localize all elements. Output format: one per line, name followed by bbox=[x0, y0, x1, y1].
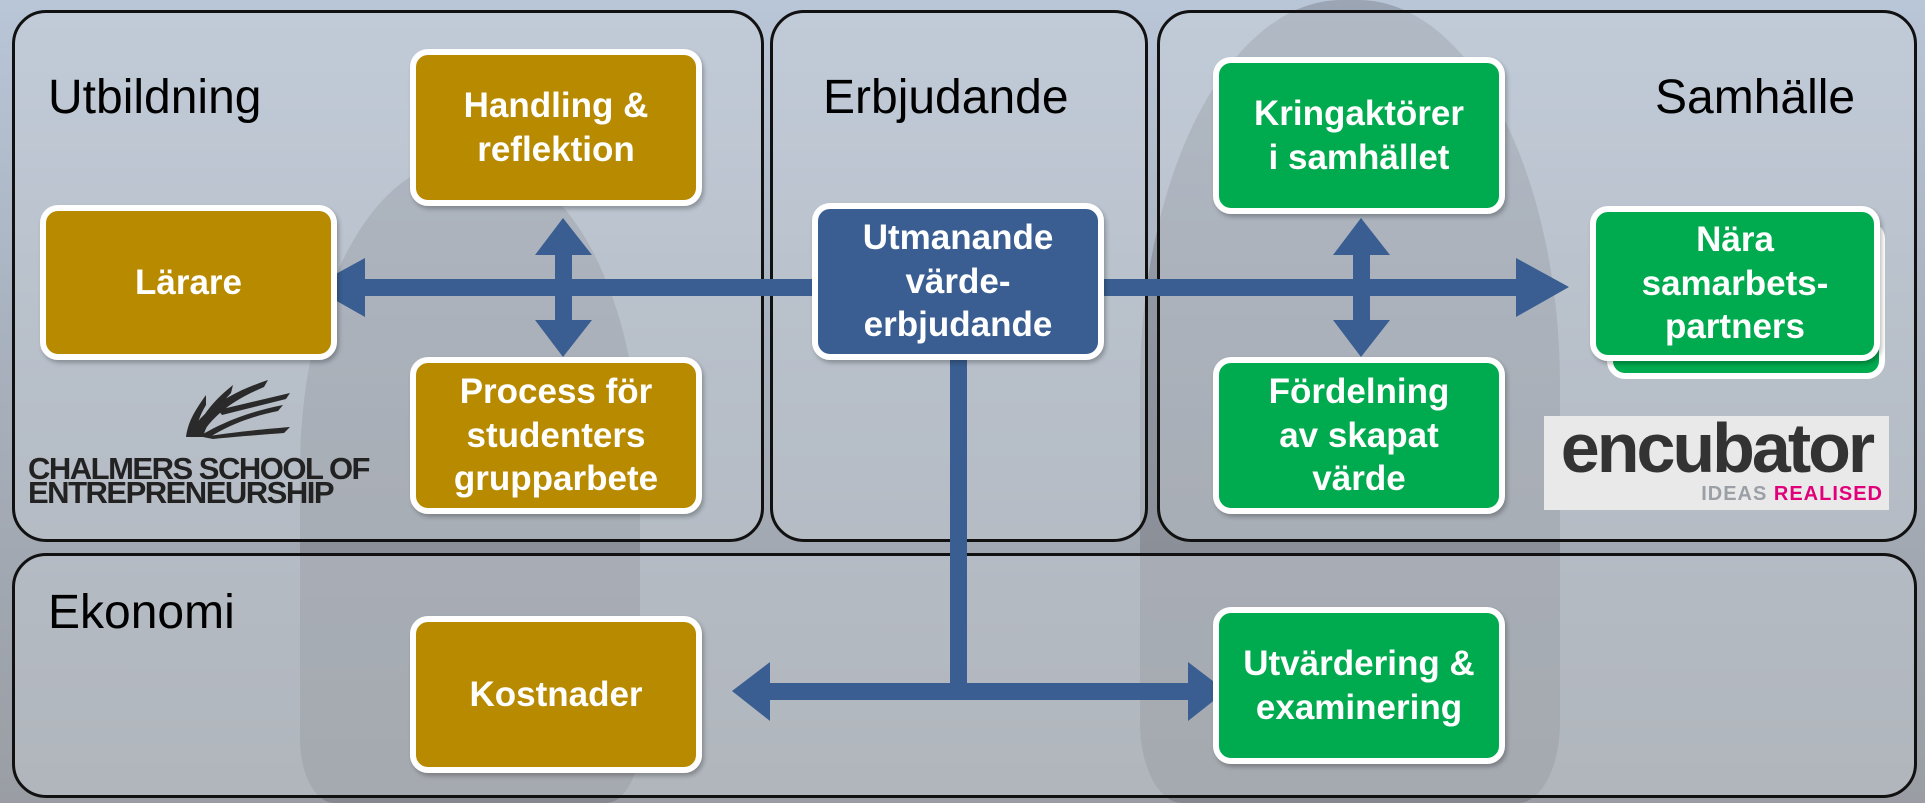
chalmers-logo: CHALMERS SCHOOL OF ENTREPRENEURSHIP bbox=[28, 375, 393, 510]
encubator-logo-tagline: IDEAS REALISED bbox=[1701, 483, 1883, 506]
arrow-line-vertical-samhalle bbox=[1353, 245, 1370, 330]
node-utmanande-vardeerbjudande: Utmanande värde- erbjudande bbox=[812, 203, 1104, 360]
arrowhead-to-nara bbox=[1516, 258, 1569, 317]
arrowhead-to-kostnader bbox=[732, 662, 770, 721]
node-larare: Lärare bbox=[40, 205, 337, 360]
section-label-erbjudande: Erbjudande bbox=[823, 71, 1069, 124]
chalmers-logo-line1: CHALMERS SCHOOL OF bbox=[28, 451, 371, 486]
encubator-tag-ideas: IDEAS bbox=[1701, 483, 1774, 505]
node-process-grupparbete: Process för studenters grupparbete bbox=[410, 357, 702, 514]
arrowhead-to-process bbox=[535, 320, 592, 357]
section-label-utbildning: Utbildning bbox=[48, 71, 262, 124]
arrow-line-vertical-utbildning bbox=[555, 245, 572, 330]
chalmers-flame-icon bbox=[186, 380, 290, 439]
arrowhead-to-fordelning bbox=[1333, 320, 1390, 357]
node-utvardering-examinering: Utvärdering & examinering bbox=[1213, 607, 1505, 764]
arrowhead-to-handling bbox=[535, 218, 592, 255]
node-nara-samarbetspartners: Nära samarbets- partners bbox=[1590, 206, 1880, 361]
section-label-samhalle: Samhälle bbox=[1655, 71, 1856, 124]
encubator-logo: encubator IDEAS REALISED bbox=[1544, 410, 1889, 510]
arrow-line-trunk bbox=[950, 350, 967, 692]
chalmers-logo-line2: ENTREPRENEURSHIP bbox=[28, 475, 335, 510]
node-handling-reflektion: Handling & reflektion bbox=[410, 49, 702, 206]
arrowhead-to-kringaktorer bbox=[1333, 218, 1390, 255]
encubator-logo-word: encubator bbox=[1560, 409, 1875, 487]
arrowhead-to-utvardering bbox=[1188, 662, 1226, 721]
arrow-line-bottom bbox=[760, 683, 1200, 700]
node-fordelning: Fördelning av skapat värde bbox=[1213, 357, 1505, 514]
arrowhead-to-larare bbox=[312, 258, 365, 317]
node-kostnader: Kostnader bbox=[410, 616, 702, 773]
node-kringaktorer: Kringaktörer i samhället bbox=[1213, 57, 1505, 214]
section-label-ekonomi: Ekonomi bbox=[48, 586, 235, 639]
encubator-tag-realised: REALISED bbox=[1773, 483, 1883, 505]
